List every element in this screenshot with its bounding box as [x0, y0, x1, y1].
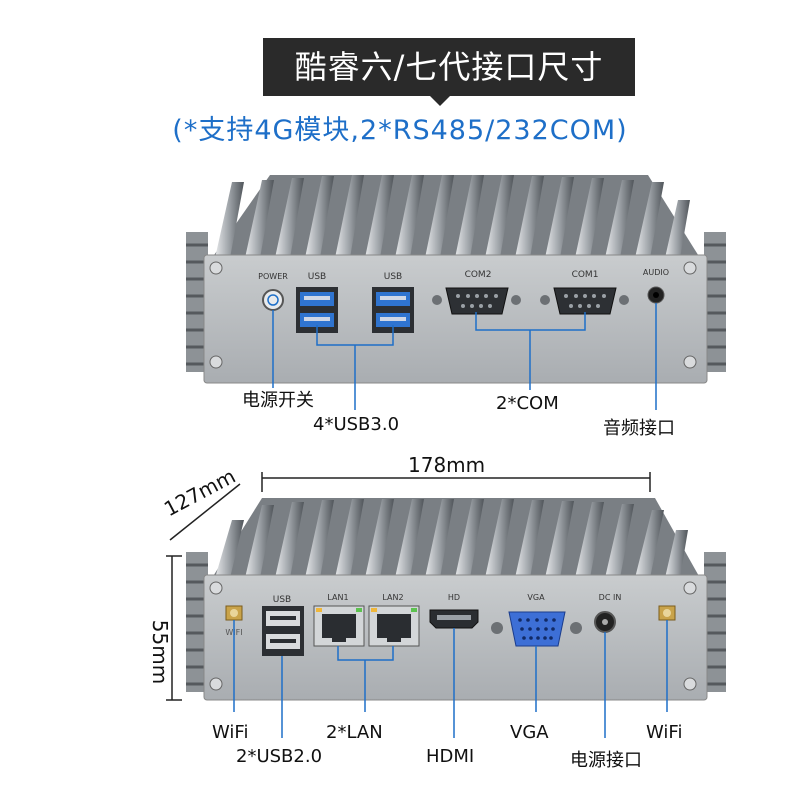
dimension-width: 178mm	[408, 453, 486, 477]
callout-power-switch: 电源开关	[242, 390, 314, 411]
screw-icon	[209, 677, 223, 691]
screw-icon	[683, 677, 697, 691]
port-label-usb: USB	[273, 595, 291, 605]
title-banner: 酷睿六/七代接口尺寸	[263, 38, 635, 96]
screw-icon	[209, 355, 223, 369]
front-device: POWER USB USB COM2 COM1 AUDIO	[186, 175, 726, 384]
screw-icon	[683, 261, 697, 275]
wifi-antenna-icon	[225, 605, 243, 621]
screw-icon	[683, 581, 697, 595]
hdmi-port-icon	[429, 609, 479, 629]
page-subtitle: (*支持4G模块,2*RS485/232COM)	[172, 115, 628, 146]
callout-lan: 2*LAN	[326, 722, 383, 743]
usb2-port-group	[262, 606, 304, 656]
vga-port-icon	[491, 611, 582, 647]
port-label-power: POWER	[258, 272, 288, 281]
callout-vga: VGA	[510, 722, 549, 743]
port-label-hd: HD	[448, 593, 460, 602]
com1-port-icon	[540, 287, 629, 315]
front-side-fins	[186, 232, 726, 372]
port-label-lan1: LAN1	[327, 593, 348, 602]
dimension-lines	[166, 472, 651, 701]
dimension-height: 55mm	[148, 619, 173, 685]
port-label-usb: USB	[308, 272, 326, 282]
callout-usb20: 2*USB2.0	[236, 746, 323, 767]
callout-com: 2*COM	[496, 393, 559, 414]
screw-icon	[209, 261, 223, 275]
power-button-icon	[262, 289, 284, 311]
front-leader-lines	[272, 303, 657, 410]
port-label-dcin: DC IN	[599, 593, 622, 602]
lan1-port-icon	[313, 605, 365, 647]
port-label-usb: USB	[384, 272, 402, 282]
page-title: 酷睿六/七代接口尺寸	[294, 48, 604, 86]
callout-usb30: 4*USB3.0	[313, 414, 400, 435]
rear-device: WIFI USB LAN1 LAN2 HD VGA DC IN	[186, 498, 726, 701]
rear-leader-lines	[233, 620, 668, 738]
lan2-port-icon	[368, 605, 420, 647]
screw-icon	[683, 355, 697, 369]
screw-icon	[209, 581, 223, 595]
port-label-com1: COM1	[572, 270, 599, 280]
callout-audio-port: 音频接口	[603, 418, 675, 439]
port-label-vga: VGA	[527, 593, 545, 602]
com2-port-icon	[432, 287, 521, 315]
usb3-port-group-1	[296, 287, 338, 333]
callout-power-port: 电源接口	[570, 750, 642, 771]
port-label-audio: AUDIO	[643, 268, 669, 277]
banner-pointer	[430, 96, 450, 106]
dc-in-jack-icon	[594, 611, 616, 633]
front-heatsink-fins	[212, 175, 700, 258]
wifi-antenna-icon	[658, 605, 676, 621]
callout-wifi-right: WiFi	[646, 722, 683, 743]
callout-wifi-left: WiFi	[212, 722, 249, 743]
port-label-com2: COM2	[465, 270, 492, 280]
callout-hdmi: HDMI	[426, 746, 475, 767]
port-label-lan2: LAN2	[382, 593, 403, 602]
